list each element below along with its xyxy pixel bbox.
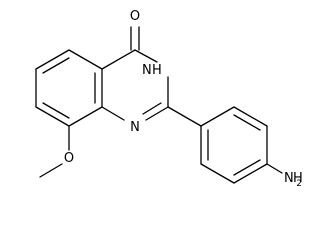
bond bbox=[233, 106, 268, 127]
methoxy-oxygen-label: O bbox=[64, 151, 74, 166]
bond bbox=[134, 49, 158, 63]
nh-hydrogen-label: H bbox=[152, 63, 162, 78]
bond bbox=[68, 49, 103, 70]
atom-labels: O N H N O N H 2 bbox=[64, 9, 303, 189]
bond bbox=[101, 106, 125, 121]
bond bbox=[39, 163, 63, 178]
bond bbox=[233, 163, 268, 184]
double-bond-inner bbox=[142, 102, 162, 115]
double-bond-inner bbox=[233, 114, 261, 131]
bond bbox=[68, 106, 103, 127]
bond bbox=[200, 106, 235, 127]
bond bbox=[200, 163, 235, 184]
amine-hydrogen-count: 2 bbox=[296, 179, 302, 189]
nh-nitrogen-label: N bbox=[142, 63, 152, 78]
bond bbox=[35, 49, 70, 70]
bond bbox=[145, 106, 169, 121]
quinazolinone-structure: O N H N O N H 2 bbox=[35, 9, 303, 189]
bond bbox=[167, 106, 202, 127]
bonds bbox=[35, 26, 283, 184]
amine-nitrogen-label: N bbox=[284, 171, 294, 186]
double-bond-inner bbox=[42, 102, 70, 119]
imine-nitrogen-label: N bbox=[130, 120, 140, 135]
double-bond-inner bbox=[42, 57, 70, 74]
bond bbox=[35, 106, 70, 127]
double-bond-inner bbox=[233, 159, 261, 176]
bond bbox=[266, 163, 283, 174]
carbonyl-oxygen-label: O bbox=[130, 9, 140, 24]
bond bbox=[101, 49, 136, 70]
amine-hydrogen-label: H bbox=[293, 171, 303, 186]
